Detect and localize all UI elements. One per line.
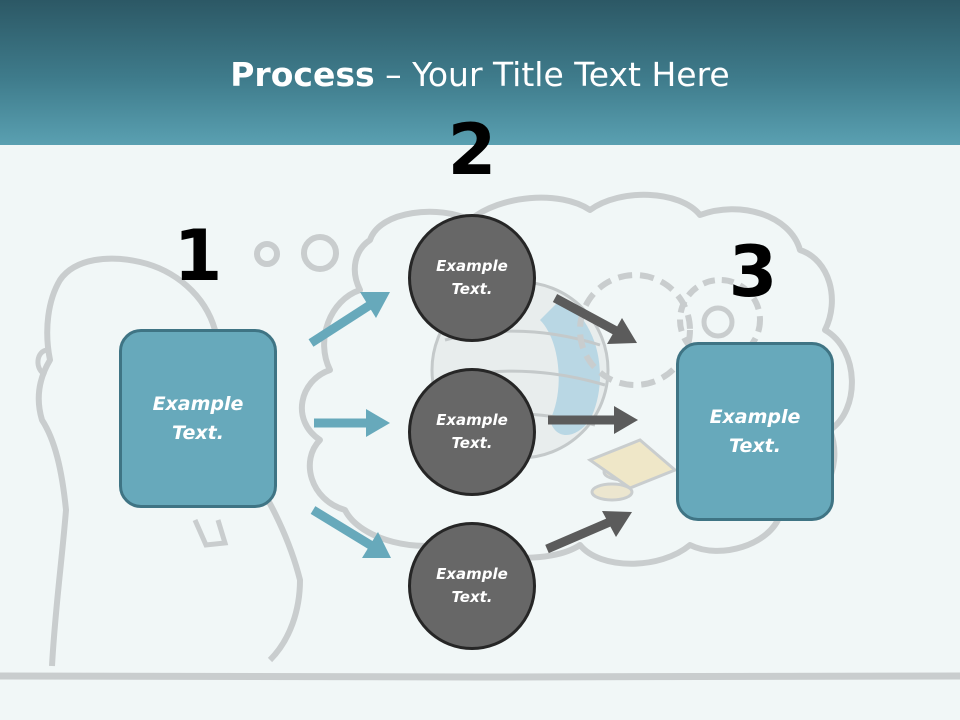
process-box-right: Example Text.: [676, 342, 834, 521]
process-box-left-text: Example Text.: [152, 392, 244, 444]
process-circle-middle-text: Example Text.: [436, 411, 508, 452]
bill-sketch: [586, 438, 678, 490]
person-ear: [35, 347, 49, 378]
step-number-3: 3: [728, 231, 778, 313]
step-number-2: 2: [447, 109, 497, 191]
process-circle-top-text: Example Text.: [436, 257, 508, 298]
step-number-1: 1: [173, 215, 223, 297]
slide-title: Process – Your Title Text Here: [0, 52, 960, 98]
gear-hub: [701, 305, 735, 339]
process-circle-middle: Example Text.: [408, 368, 536, 496]
process-circle-top: Example Text.: [408, 214, 536, 342]
process-box-left: Example Text.: [119, 329, 277, 508]
title-bold: Process: [230, 55, 375, 94]
person-sketch: [35, 255, 303, 667]
arrow-blue-down: [310, 506, 391, 558]
arrow-gray-down: [552, 294, 637, 344]
process-circle-bottom: Example Text.: [408, 522, 536, 650]
process-box-right-text: Example Text.: [709, 405, 801, 457]
process-circle-bottom-text: Example Text.: [436, 565, 508, 606]
arrow-blue-mid: [314, 409, 390, 437]
arrow-gray-mid: [548, 406, 638, 434]
title-rest: – Your Title Text Here: [374, 55, 730, 94]
person-tag: [192, 518, 229, 548]
header-band: Process – Your Title Text Here: [0, 0, 960, 145]
coin-sketch-1: [590, 482, 634, 502]
gear-sketch-large: [577, 272, 693, 388]
arrow-blue-up: [308, 292, 390, 347]
thought-cloud: [299, 191, 855, 567]
thought-dot-small: [254, 241, 280, 267]
thought-dot-large: [301, 234, 339, 272]
floor-line: [0, 672, 960, 681]
arrow-gray-up: [545, 511, 632, 554]
